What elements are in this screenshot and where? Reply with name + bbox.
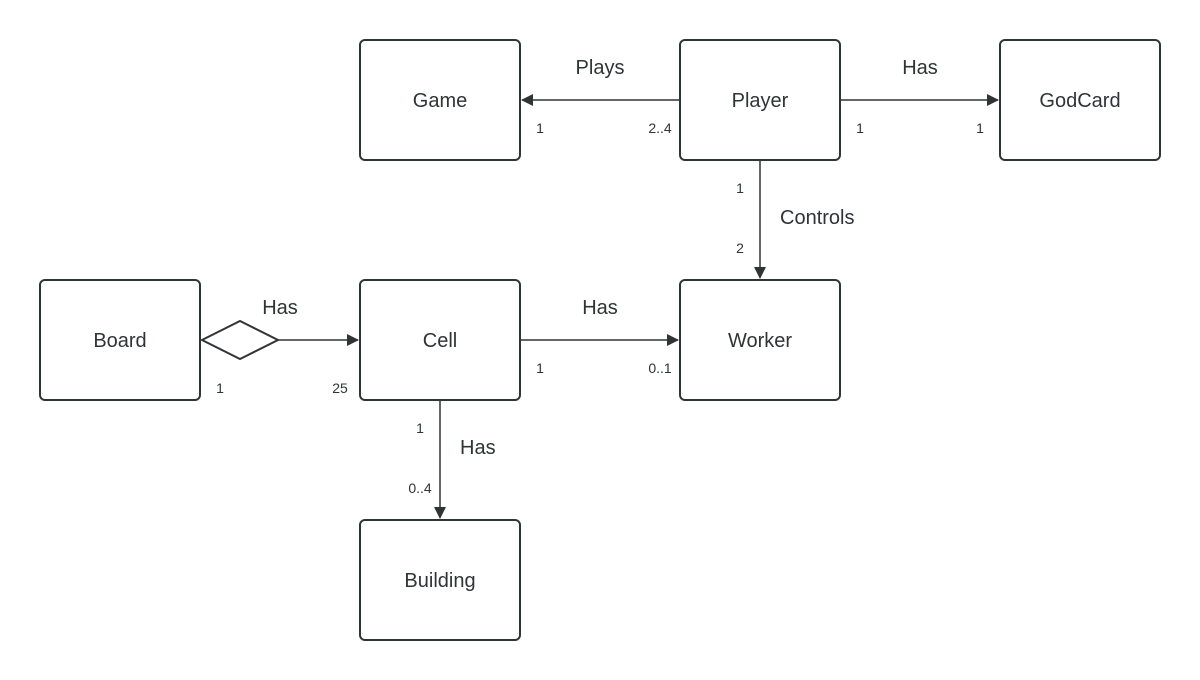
edge-cell-building-label: Has: [460, 437, 496, 459]
edge-player-game-target-multiplicity: 1: [536, 120, 544, 136]
entity-player-label: Player: [732, 90, 789, 112]
edge-cell-building: Has 1 0..4: [408, 400, 496, 519]
entity-game-box: [359, 39, 521, 161]
entity-board-label: Board: [93, 330, 146, 352]
edge-player-game: Plays 1 2..4: [521, 57, 680, 136]
edge-player-worker-label: Controls: [780, 207, 854, 229]
entity-godcard-label: GodCard: [1039, 90, 1120, 112]
entity-board-box: [39, 279, 201, 401]
edge-cell-worker-target-multiplicity: 0..1: [648, 360, 672, 376]
entity-godcard: GodCard: [999, 39, 1161, 161]
entity-worker-label: Worker: [728, 330, 792, 352]
entity-player: Player: [679, 39, 841, 161]
edge-cell-building-source-multiplicity: 1: [416, 420, 424, 436]
entity-cell: Cell: [359, 279, 521, 401]
edge-cell-worker-source-multiplicity: 1: [536, 360, 544, 376]
edge-player-game-source-multiplicity: 2..4: [648, 120, 672, 136]
edge-player-godcard-target-multiplicity: 1: [976, 120, 984, 136]
edge-board-cell-target-multiplicity: 25: [332, 380, 348, 396]
edge-player-worker-target-multiplicity: 2: [736, 240, 744, 256]
edge-cell-worker: Has 1 0..1: [520, 297, 679, 376]
entity-board: Board: [39, 279, 201, 401]
edge-player-godcard-label: Has: [902, 57, 938, 79]
edge-player-godcard-source-multiplicity: 1: [856, 120, 864, 136]
edge-cell-building-target-multiplicity: 0..4: [408, 480, 432, 496]
entity-player-box: [679, 39, 841, 161]
edge-player-worker: Controls 1 2: [736, 160, 854, 279]
edge-cell-worker-label: Has: [582, 297, 618, 319]
entity-godcard-box: [999, 39, 1161, 161]
edge-board-cell-source-multiplicity: 1: [216, 380, 224, 396]
entity-cell-box: [359, 279, 521, 401]
edge-board-cell-label: Has: [262, 297, 298, 319]
entity-worker-box: [679, 279, 841, 401]
aggregation-diamond: [199, 319, 281, 361]
entity-building: Building: [359, 519, 521, 641]
entity-building-label: Building: [404, 570, 475, 592]
entity-game: Game: [359, 39, 521, 161]
entity-cell-label: Cell: [423, 330, 457, 352]
entity-game-label: Game: [413, 90, 467, 112]
edge-player-game-label: Plays: [576, 57, 625, 79]
entity-building-box: [359, 519, 521, 641]
edge-player-godcard: Has 1 1: [840, 57, 999, 136]
edge-player-worker-source-multiplicity: 1: [736, 180, 744, 196]
edge-board-cell: Has 1 25: [199, 297, 359, 396]
entity-worker: Worker: [679, 279, 841, 401]
